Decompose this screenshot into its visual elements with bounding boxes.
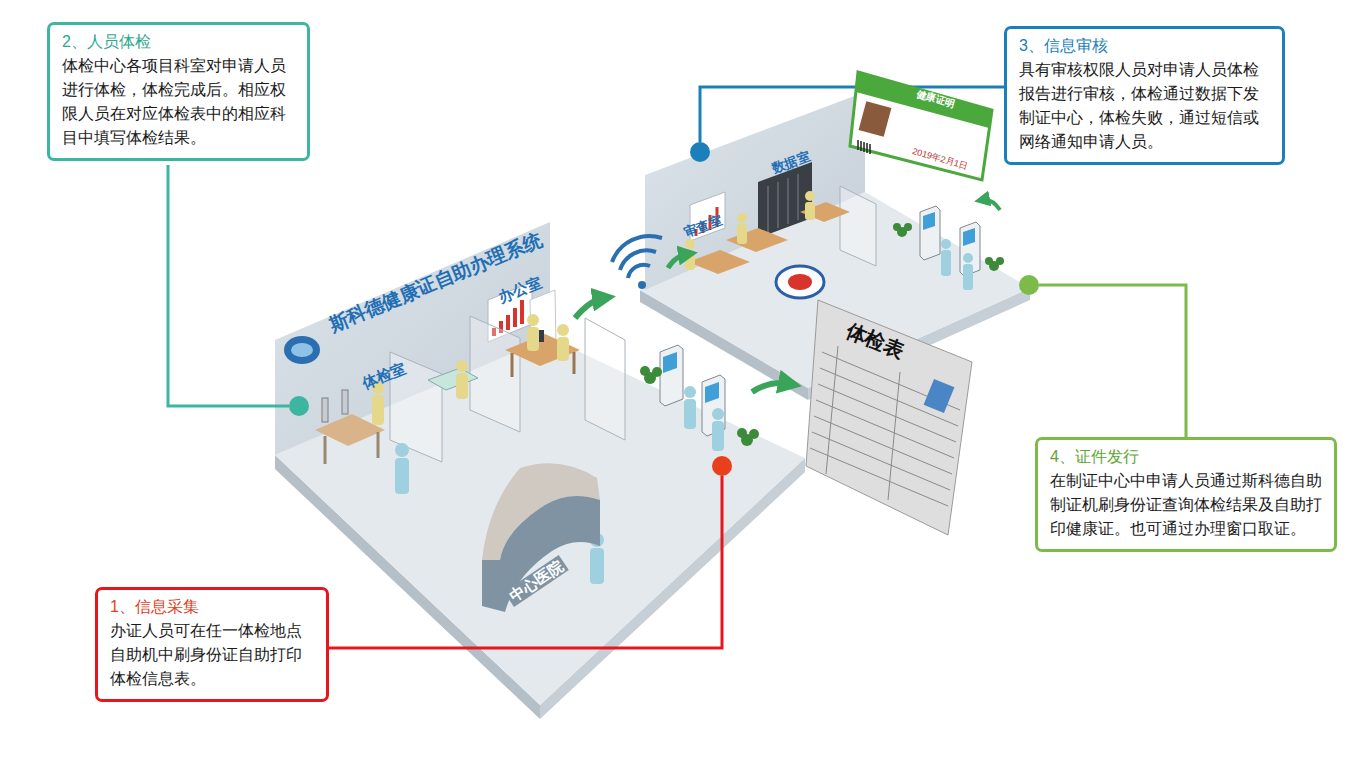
callout-text: 在制证中心中申请人员通过斯科德自助制证机刷身份证查询体检结果及自助打印健康证。也… bbox=[1050, 469, 1322, 541]
callout-box: 1、信息采集办证人员可在任一体检地点自助机中刷身份证自助打印体检信息表。 bbox=[95, 587, 329, 702]
callout-text: 体检中心各项目科室对申请人员进行体检，体检完成后。相应权限人员在对应体检表中的相… bbox=[62, 54, 295, 150]
callout-heading: 4、证件发行 bbox=[1050, 445, 1322, 469]
callout-heading: 1、信息采集 bbox=[110, 595, 314, 619]
callout-text: 办证人员可在任一体检地点自助机中刷身份证自助打印体检信息表。 bbox=[110, 619, 314, 691]
callout-box: 2、人员体检体检中心各项目科室对申请人员进行体检，体检完成后。相应权限人员在对应… bbox=[47, 22, 310, 161]
callout-box: 3、信息审核具有审核权限人员对申请人员体检报告进行审核，体检通过数据下发制证中心… bbox=[1004, 26, 1285, 165]
callout-heading: 3、信息审核 bbox=[1019, 34, 1270, 58]
callout-heading: 2、人员体检 bbox=[62, 30, 295, 54]
callout-box: 4、证件发行在制证中心中申请人员通过斯科德自助制证机刷身份证查询体检结果及自助打… bbox=[1035, 437, 1337, 552]
callout-text: 具有审核权限人员对申请人员体检报告进行审核，体检通过数据下发制证中心，体检失败，… bbox=[1019, 58, 1270, 154]
